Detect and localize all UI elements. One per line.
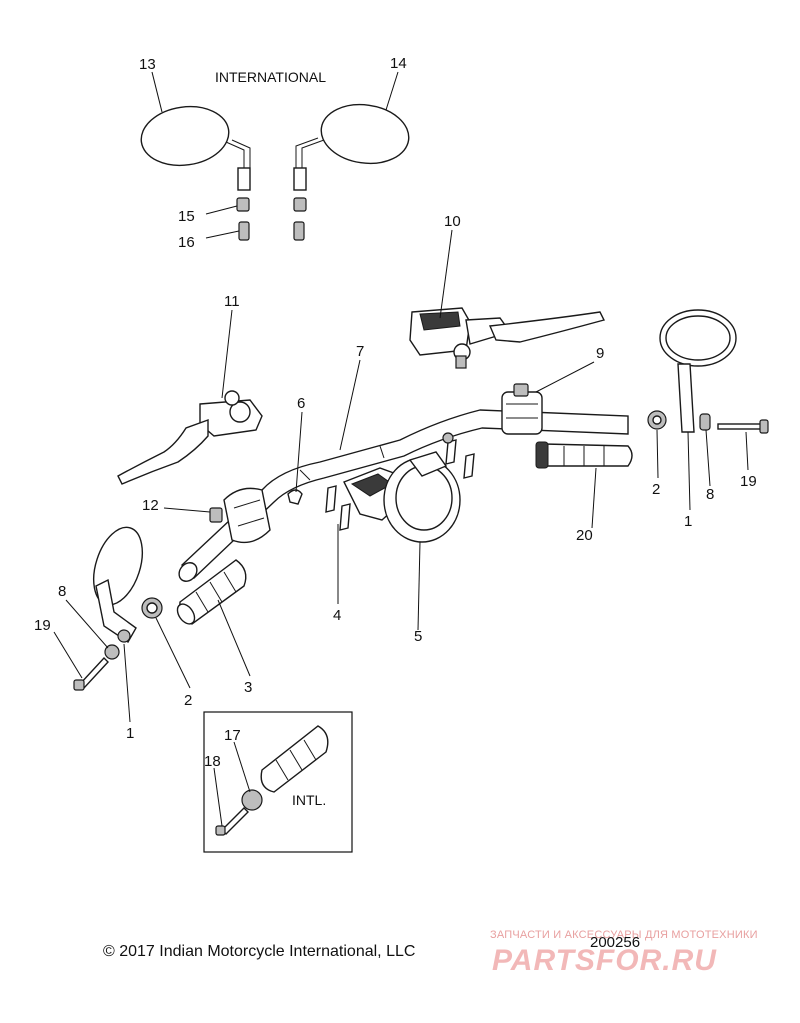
watermark-logo: PARTSFOR.RU bbox=[492, 944, 717, 977]
bar-end-2-right bbox=[647, 410, 667, 430]
callout-1-right: 1 bbox=[684, 513, 692, 530]
leader-lines bbox=[53, 71, 749, 723]
bolts-4 bbox=[325, 432, 475, 531]
callout-6: 6 bbox=[297, 395, 305, 412]
left-grip-3 bbox=[176, 559, 247, 625]
bar-end-2-left bbox=[141, 597, 163, 619]
left-switch-housing-12 bbox=[209, 487, 271, 544]
copyright-notice: © 2017 Indian Motorcycle International, … bbox=[103, 943, 416, 960]
inset-box bbox=[203, 711, 353, 853]
riser-housing-5 bbox=[343, 451, 461, 543]
callout-3: 3 bbox=[244, 679, 252, 696]
callout-9: 9 bbox=[596, 345, 604, 362]
bar-end-mirror-right-1 bbox=[659, 309, 737, 433]
callout-19-right: 19 bbox=[740, 473, 757, 490]
right-switch-housing-9 bbox=[501, 383, 543, 435]
callout-13: 13 bbox=[139, 56, 156, 73]
callout-17: 17 bbox=[224, 727, 241, 744]
callout-10: 10 bbox=[444, 213, 461, 230]
bolt-19-left bbox=[73, 656, 109, 691]
callout-15: 15 bbox=[178, 208, 195, 225]
mirror-left-13 bbox=[140, 105, 251, 191]
drawing-number: 200256 bbox=[590, 934, 641, 951]
callout-19-left: 19 bbox=[34, 617, 51, 634]
clip-6 bbox=[287, 489, 303, 505]
brake-master-cylinder-10 bbox=[409, 307, 606, 369]
callout-2-left: 2 bbox=[184, 692, 192, 709]
international-label: INTERNATIONAL bbox=[215, 69, 326, 85]
handlebar-7 bbox=[178, 409, 629, 582]
callout-1-left: 1 bbox=[126, 725, 134, 742]
washer-8-right bbox=[699, 413, 711, 431]
washer-8-left bbox=[104, 644, 120, 660]
mirror-right-14 bbox=[293, 103, 410, 191]
intl-label: INTL. bbox=[292, 792, 326, 808]
bolt-19-right bbox=[717, 419, 769, 434]
nut-15-pair bbox=[236, 197, 307, 212]
callout-16: 16 bbox=[178, 234, 195, 251]
callout-18: 18 bbox=[204, 753, 221, 770]
callout-7: 7 bbox=[356, 343, 364, 360]
callout-12: 12 bbox=[142, 497, 159, 514]
callout-11: 11 bbox=[224, 293, 240, 310]
clutch-lever-11 bbox=[117, 390, 263, 485]
callout-5: 5 bbox=[414, 628, 422, 645]
callout-8-right: 8 bbox=[706, 486, 714, 503]
callout-8-left: 8 bbox=[58, 583, 66, 600]
right-grip-20 bbox=[535, 441, 633, 469]
callout-14: 14 bbox=[390, 55, 407, 72]
nut-16-pair bbox=[238, 221, 305, 241]
bar-end-mirror-left-1 bbox=[92, 526, 144, 643]
watermark-tagline: ЗАПЧАСТИ И АКСЕССУАРЫ ДЛЯ МОТОТЕХНИКИ bbox=[490, 929, 758, 941]
callout-2-right: 2 bbox=[652, 481, 660, 498]
callout-20: 20 bbox=[576, 527, 593, 544]
callout-4: 4 bbox=[333, 607, 341, 624]
